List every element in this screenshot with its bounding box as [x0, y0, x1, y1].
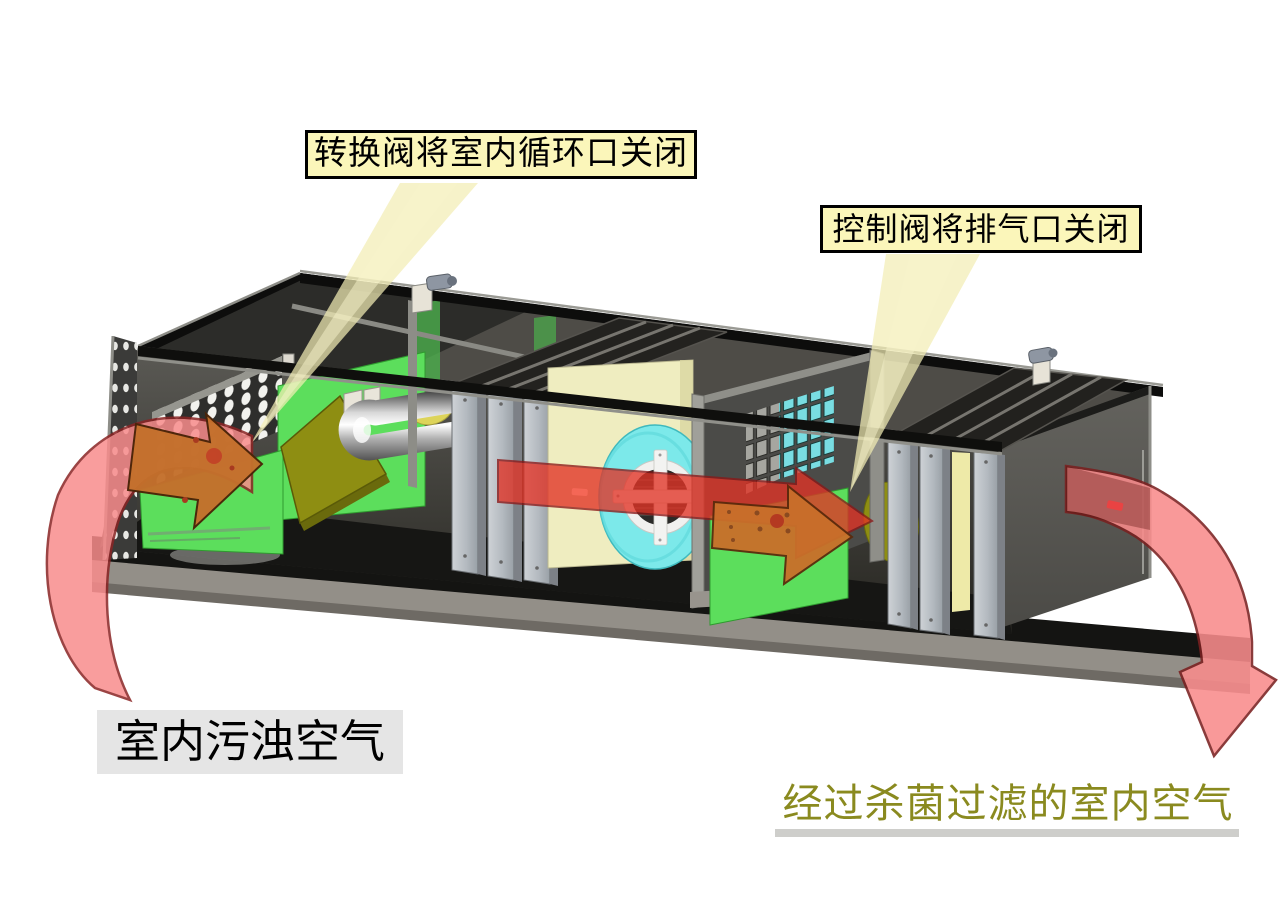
valve-actuator-motor-1	[411, 273, 457, 314]
inlet-orange-arrow	[126, 411, 264, 531]
uv-lamp-tube	[338, 387, 458, 461]
callout-switch-valve: 转换阀将室内循环口关闭	[305, 130, 697, 179]
valve-actuator-motor-2	[1028, 346, 1058, 386]
outlet-label-shadow	[775, 829, 1239, 837]
light-beam-2	[850, 254, 980, 492]
outlet-curved-arrow	[1064, 464, 1278, 759]
cream-filter-media-2	[952, 452, 970, 612]
outlet-air-label: 经过杀菌过滤的室内空气	[782, 781, 1234, 826]
filter-bank-right	[885, 367, 1129, 640]
callout-control-valve: 控制阀将排气口关闭	[820, 205, 1142, 253]
front-top-edge	[137, 346, 1003, 456]
light-beam-1	[250, 183, 478, 445]
frame-post	[408, 300, 417, 488]
midflow-orange-arrow	[710, 483, 854, 587]
inlet-air-label: 室内污浊空气	[97, 710, 403, 774]
